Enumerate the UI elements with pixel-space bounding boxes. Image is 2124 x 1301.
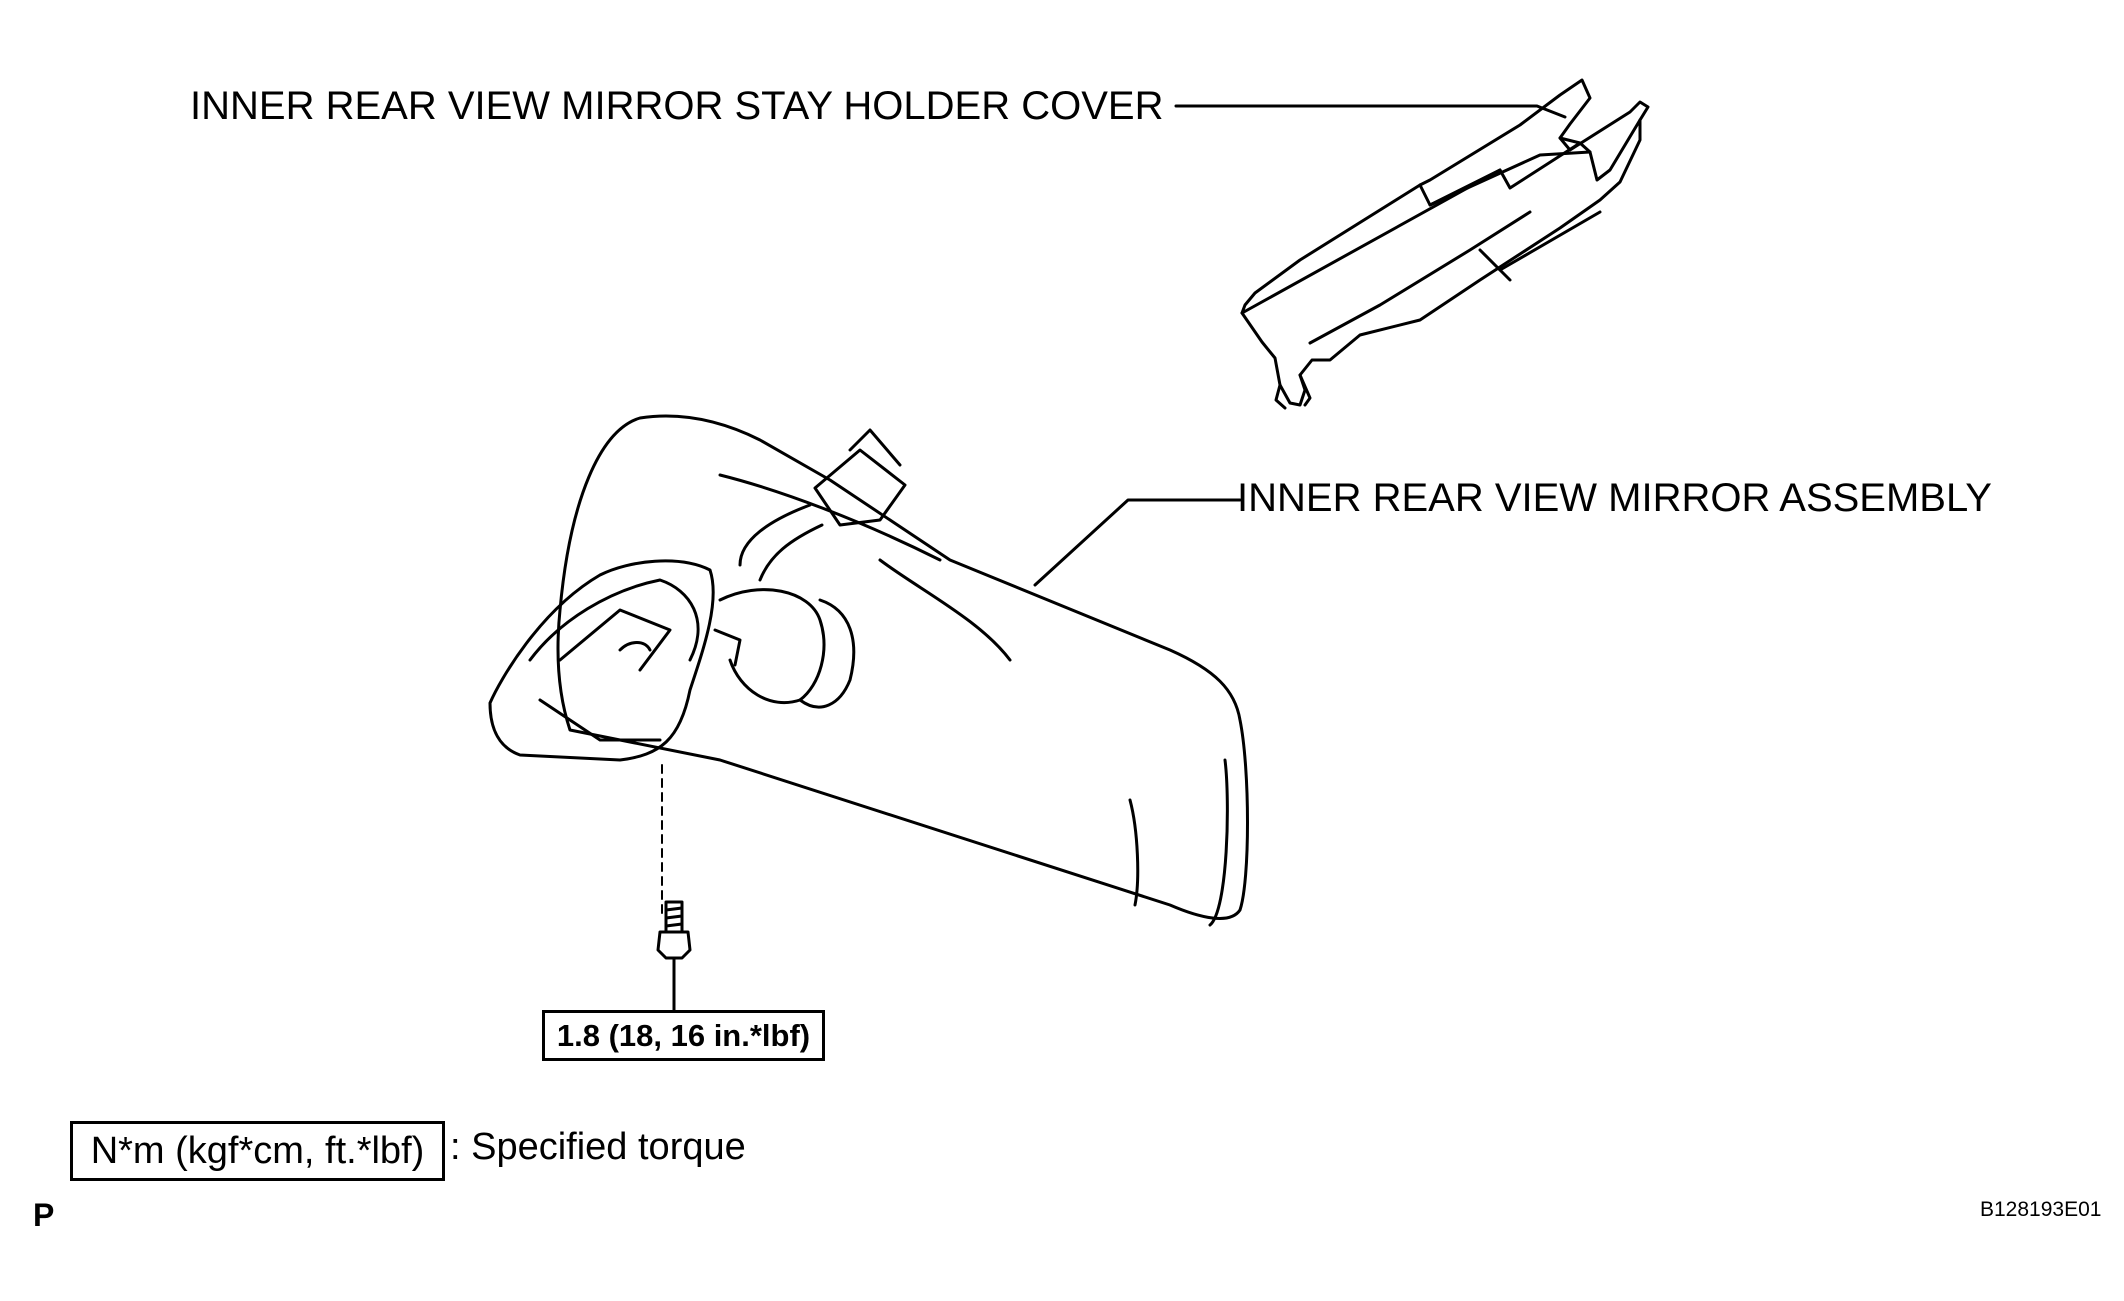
figure-code: B128193E01 <box>1980 1198 2102 1221</box>
stay-holder-cover <box>1240 78 1650 410</box>
leader-line-mirror-assembly <box>1033 498 1242 587</box>
mirror-body <box>556 414 1249 927</box>
torque-spec-box: 1.8 (18, 16 in.*lbf) <box>542 1010 825 1061</box>
mounting-screw <box>656 764 692 1012</box>
leader-line-stay-cover <box>1174 104 1567 119</box>
page-letter: P <box>33 1197 55 1233</box>
legend-unit-box: N*m (kgf*cm, ft.*lbf) <box>70 1121 445 1181</box>
mirror-stay-mount <box>488 559 856 762</box>
stay-holder-cover-label: INNER REAR VIEW MIRROR STAY HOLDER COVER <box>190 84 1164 128</box>
mirror-assembly-label: INNER REAR VIEW MIRROR ASSEMBLY <box>1237 476 1992 520</box>
legend-unit-text: N*m (kgf*cm, ft.*lbf) <box>90 1129 425 1172</box>
harness-connector <box>738 428 907 582</box>
legend-description: : Specified torque <box>450 1126 746 1168</box>
torque-value: 1.8 (18, 16 in.*lbf) <box>556 1017 811 1053</box>
